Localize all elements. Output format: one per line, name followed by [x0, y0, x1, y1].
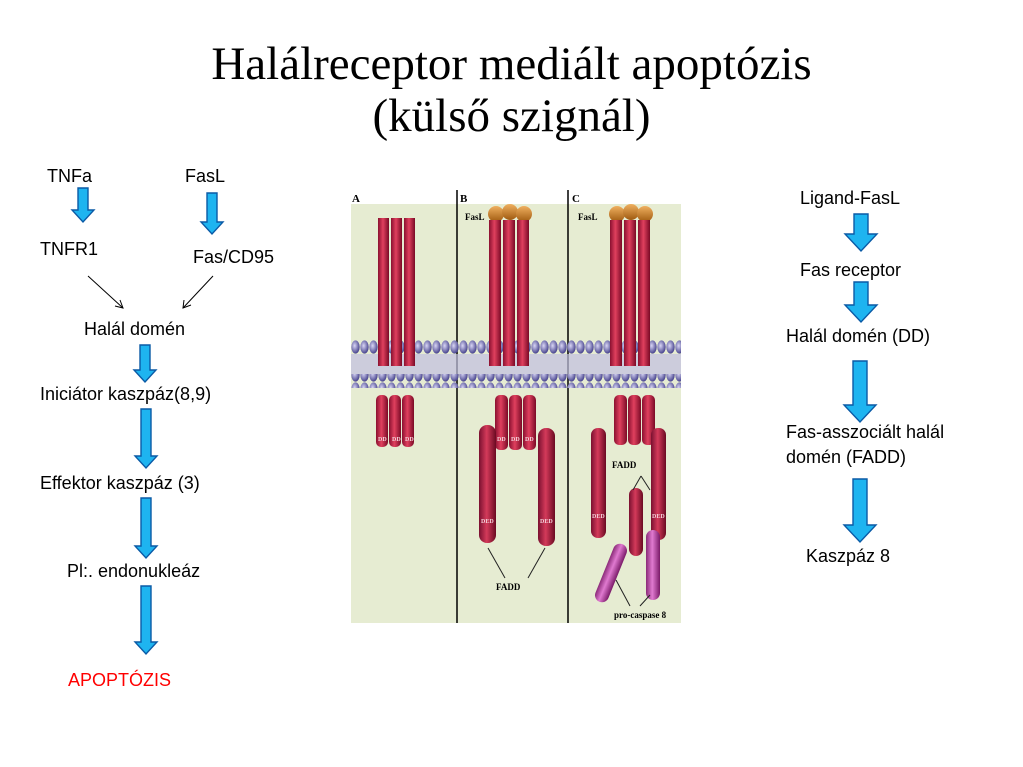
- arrow-down-icon: [843, 213, 879, 253]
- arrow-down-icon: [842, 360, 878, 424]
- label-fadd-line2: domén (FADD): [786, 447, 907, 467]
- title-line-2: (külső szignál): [372, 90, 651, 142]
- ded-label: DED: [592, 514, 605, 520]
- arrow-down-icon: [843, 281, 879, 324]
- arrow-down-icon: [199, 192, 225, 236]
- label-tnfr1: TNFR1: [40, 239, 98, 259]
- right-arrows: [842, 213, 879, 544]
- label-fasl: FasL: [185, 166, 226, 186]
- arrow-down-icon: [842, 478, 878, 544]
- fas-receptor-figure: A B C FasL FasL FADD FADD pro-caspase 8 …: [351, 190, 681, 623]
- fadd-label-c: FADD: [612, 460, 637, 470]
- fasl-label-c: FasL: [578, 212, 598, 222]
- label-ligand-fasl: Ligand-FasL: [800, 188, 901, 208]
- converging-arrows: [87, 275, 214, 309]
- label-initiator-caspase: Iniciátor kaszpáz(8,9): [40, 384, 212, 404]
- label-endonuclease: Pl:. endonukleáz: [67, 561, 201, 581]
- dd-label: DD: [525, 437, 534, 443]
- panel-a-label: A: [352, 193, 360, 205]
- arrow-down-icon: [70, 187, 96, 224]
- arrow-down-icon: [133, 585, 159, 656]
- title-line-1: Halálreceptor mediált apoptózis: [211, 38, 812, 90]
- label-effector-caspase: Effektor kaszpáz (3): [40, 473, 200, 493]
- dd-label: DD: [378, 437, 387, 443]
- fadd-label-b: FADD: [496, 582, 521, 592]
- fasl-label-b: FasL: [465, 212, 485, 222]
- dd-label: DD: [392, 437, 401, 443]
- label-fadd-line1: Fas-asszociált halál: [786, 422, 945, 442]
- panel-c-label: C: [572, 193, 580, 205]
- ded-label: DED: [481, 519, 494, 525]
- label-caspase-8: Kaszpáz 8: [806, 546, 891, 566]
- slide-title: Halálreceptor mediált apoptózis (külső s…: [0, 38, 1023, 142]
- procaspase-label: pro-caspase 8: [614, 610, 667, 620]
- panel-b-label: B: [460, 193, 468, 205]
- dd-label: DD: [405, 437, 414, 443]
- label-fas-cd95: Fas/CD95: [193, 247, 275, 267]
- label-death-domain-dd: Halál domén (DD): [786, 326, 931, 346]
- arrow-down-icon: [133, 408, 159, 470]
- ded-label: DED: [652, 514, 665, 520]
- ded-label: DED: [540, 519, 553, 525]
- label-death-domain: Halál domén: [84, 319, 186, 339]
- label-tnfa: TNFa: [47, 166, 92, 186]
- arrow-down-icon: [132, 344, 158, 384]
- label-apoptosis: APOPTÓZIS: [68, 670, 172, 690]
- arrow-down-icon: [133, 497, 159, 560]
- dd-label: DD: [497, 437, 506, 443]
- label-fas-receptor: Fas receptor: [800, 260, 902, 280]
- dd-label: DD: [511, 437, 520, 443]
- left-arrows: [70, 187, 225, 656]
